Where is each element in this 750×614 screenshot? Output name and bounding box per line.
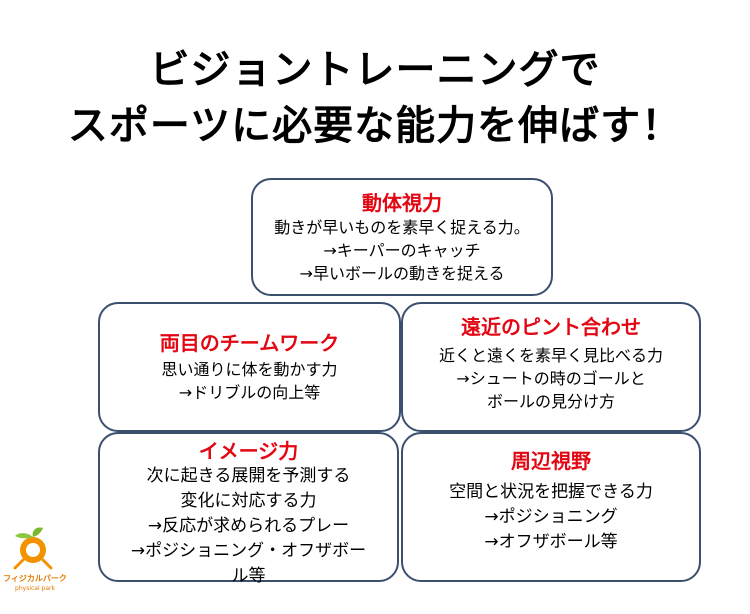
box-heading: 周辺視野 (511, 449, 591, 473)
box-text: →キーパーのキャッチ (323, 241, 481, 260)
page-title-line-2: スポーツに必要な能力を伸ばす！ (67, 103, 683, 149)
box-text: →ポジショニング・オフザボー (130, 541, 367, 561)
box-peripheral-vision: 周辺視野 空間と状況を把握できる力 →ポジショニング →オフザボール等 (401, 432, 701, 582)
box-text: 思い通りに体を動かす力 (161, 360, 338, 379)
box-binocular-teamwork: 両目のチームワーク 思い通りに体を動かす力 →ドリブルの向上等 (98, 302, 401, 432)
box-text: 空間と状況を把握できる力 (449, 482, 653, 502)
box-heading: イメージ力 (198, 439, 299, 463)
logo-subtitle: physical park (15, 585, 55, 592)
box-heading: 両目のチームワーク (159, 331, 340, 355)
box-text: ボールの見分け方 (486, 392, 615, 411)
box-text: 次に起きる展開を予測する (146, 466, 351, 486)
box-text: →シュートの時のゴールと (456, 369, 646, 388)
box-text: →オフザボール等 (484, 532, 618, 552)
box-heading: 動体視力 (362, 191, 442, 215)
box-imagination: イメージ力 次に起きる展開を予測する 変化に対応する力 →反応が求められるプレー… (98, 432, 399, 586)
box-text: 動きが早いものを素早く捉える力。 (274, 218, 530, 237)
physical-park-logo-icon (13, 527, 53, 570)
box-focus-near-far: 遠近のピント合わせ 近くと遠くを素早く見比べる力 →シュートの時のゴールと ボー… (401, 302, 701, 432)
box-dynamic-vision: 動体視力 動きが早いものを素早く捉える力。 →キーパーのキャッチ →早いボールの… (251, 178, 553, 296)
box-text: →ポジショニング (484, 507, 618, 527)
logo-name: フィジカルパーク (3, 574, 67, 583)
box-heading: 遠近のピント合わせ (461, 315, 641, 339)
box-text: 変化に対応する力 (180, 491, 317, 511)
box-text: →早いボールの動きを捉える (299, 264, 505, 283)
box-text: 近くと遠くを素早く見比べる力 (438, 346, 663, 365)
box-text: ル等 (231, 566, 266, 586)
box-text: →反応が求められるプレー (147, 516, 350, 536)
box-text: →ドリブルの向上等 (178, 383, 321, 402)
page-title-line-1: ビジョントレーニングで (149, 47, 601, 93)
